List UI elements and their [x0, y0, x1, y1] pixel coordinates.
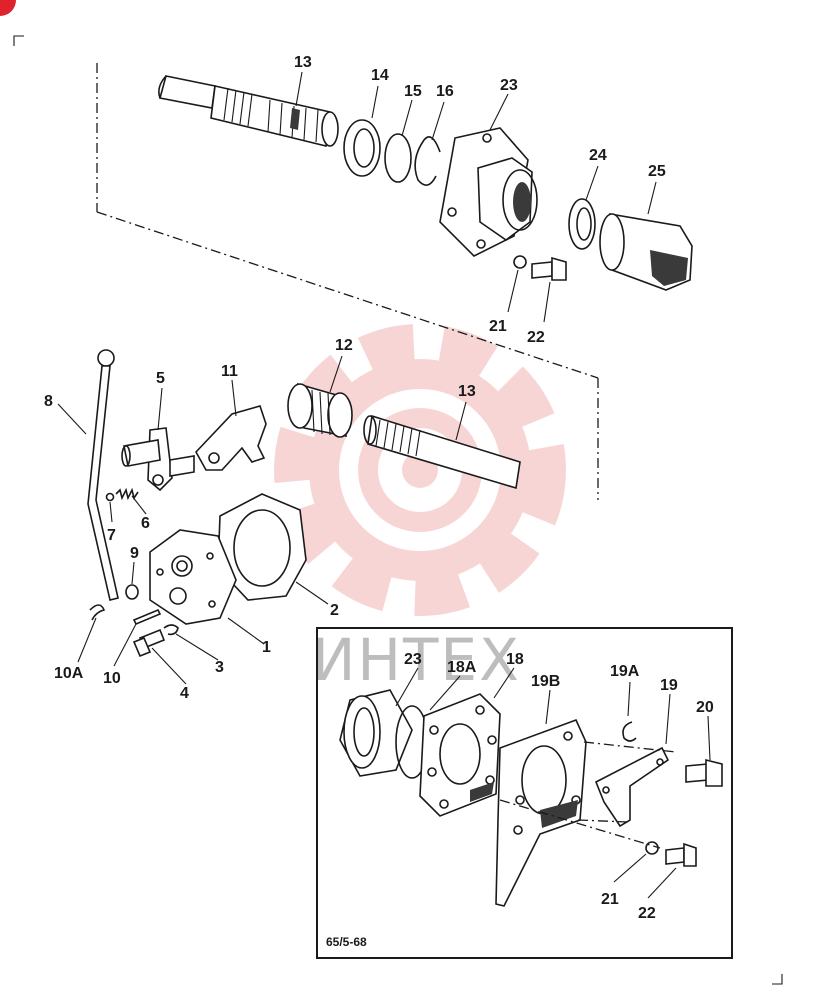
callout-7: 7: [107, 527, 116, 544]
callout-23-upper: 23: [500, 77, 518, 94]
part-12-coupling: [287, 382, 353, 438]
callout-15: 15: [404, 83, 422, 100]
crop-mark-top-left: [13, 35, 24, 46]
callout-19: 19: [660, 677, 678, 694]
corner-badge: [0, 0, 16, 16]
callout-10: 10: [103, 670, 121, 687]
inset-part-19b-mounting-plate: [495, 718, 587, 907]
part-3-lockwasher: [163, 624, 179, 636]
part-15-ring: [384, 133, 412, 183]
part-11-shift-fork: [195, 405, 267, 471]
callout-22-upper: 22: [527, 329, 545, 346]
callout-18: 18: [506, 651, 524, 668]
callout-13-upper: 13: [294, 54, 312, 71]
inset-part-22-bolt: [665, 842, 697, 867]
top-assembly-frame: [96, 63, 599, 500]
leader-lines-middle: [57, 355, 467, 685]
callout-23-inset: 23: [404, 651, 422, 668]
callout-24: 24: [589, 147, 607, 164]
callout-9: 9: [130, 545, 139, 562]
part-10a-clip: [89, 604, 106, 621]
inset-part-23-housing: [339, 689, 413, 777]
callout-21-upper: 21: [489, 318, 507, 335]
callout-12: 12: [335, 337, 353, 354]
inset-part-19-bracket: [594, 746, 670, 828]
part-25-cap: [599, 213, 693, 291]
part-23-bearing-housing: [439, 127, 538, 257]
leader-lines-top: [295, 71, 657, 323]
callout-22-inset: 22: [638, 905, 656, 922]
part-1-cover-plate: [149, 529, 237, 625]
callout-21-inset: 21: [601, 891, 619, 908]
inset-frame: [316, 627, 733, 959]
crop-mark-bottom-right: [772, 974, 783, 985]
part-22-bolt-upper: [531, 256, 567, 281]
part-5-shift-arm: [121, 427, 195, 492]
callout-3: 3: [215, 659, 224, 676]
callout-18a: 18A: [447, 659, 477, 676]
callout-8: 8: [44, 393, 53, 410]
callout-13-lower: 13: [458, 383, 476, 400]
callout-6: 6: [141, 515, 150, 532]
part-13-lower-shaft: [363, 414, 521, 490]
callout-25: 25: [648, 163, 666, 180]
callout-1: 1: [262, 639, 271, 656]
inset-part-20-bolt: [685, 758, 723, 787]
part-24-seal: [568, 198, 596, 250]
callout-5: 5: [156, 370, 165, 387]
callout-labels: 13 14 15 16 23 24 25 21 22 12 13 5 11 8 …: [44, 54, 714, 922]
watermark-gear-icon: [274, 324, 566, 616]
callout-20: 20: [696, 699, 714, 716]
part-8-lever: [87, 349, 119, 601]
callout-11: 11: [221, 363, 238, 380]
callout-10a: 10A: [54, 665, 84, 682]
callout-16: 16: [436, 83, 454, 100]
part-4-bolt: [132, 628, 166, 658]
inset-alignment-lines: [499, 741, 677, 849]
part-7-detent-ball: [105, 492, 115, 502]
callout-2: 2: [330, 602, 339, 619]
callout-14: 14: [371, 67, 389, 84]
inset-part-18-gasket: [419, 693, 501, 817]
leader-lines-inset: [395, 667, 711, 899]
watermark-text: ИНТЕХ: [312, 626, 521, 694]
part-6-spring: [115, 487, 139, 501]
callout-19b: 19B: [531, 673, 560, 690]
inset-part-19a-clip: [622, 721, 637, 742]
part-13-upper-shaft: [158, 75, 339, 147]
part-14-seal: [343, 119, 381, 177]
part-10-pin: [132, 608, 162, 626]
part-9-washer: [125, 584, 139, 600]
callout-19a: 19A: [610, 663, 640, 680]
figure-code: 65/5-68: [326, 935, 367, 949]
part-16-snap-ring: [414, 136, 441, 186]
callout-4: 4: [180, 685, 189, 702]
part-21-washer-upper: [513, 255, 527, 269]
